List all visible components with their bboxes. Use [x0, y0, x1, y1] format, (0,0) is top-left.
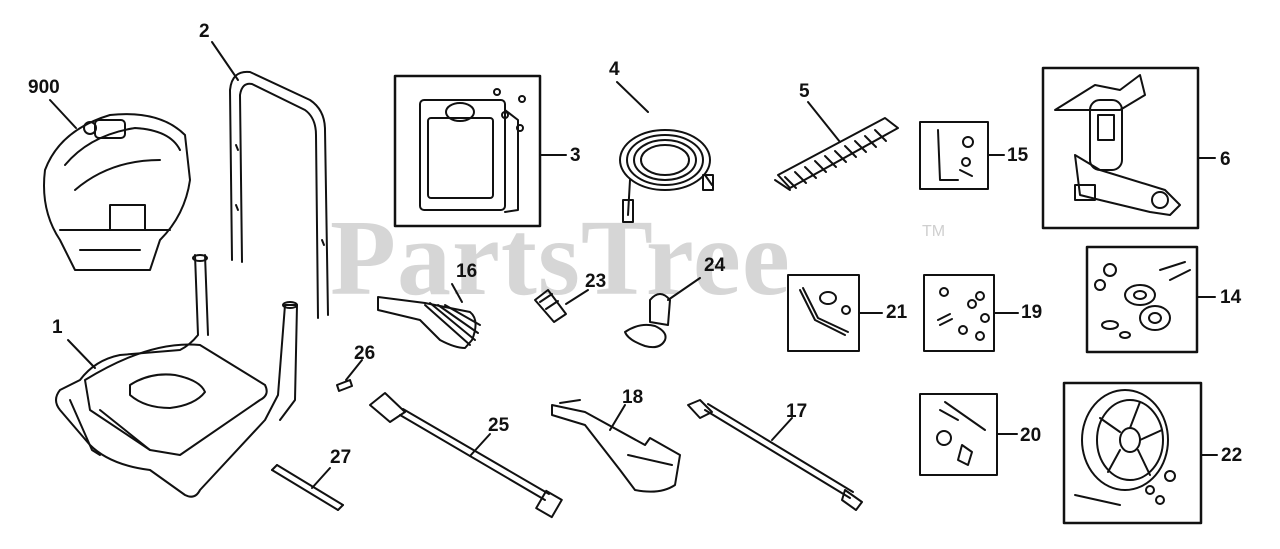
leader-1: [67, 339, 96, 369]
callout-19[interactable]: 19: [1021, 302, 1043, 323]
part-nozzle-23: [534, 289, 567, 323]
part-wheel-22: [1074, 389, 1176, 506]
part-wand-17: [687, 399, 863, 511]
part-brush-16: [377, 296, 481, 349]
part-wand-25: [369, 392, 563, 519]
part-gun-18: [551, 399, 681, 493]
leader-4: [616, 81, 649, 113]
part-hardware-19: [937, 287, 990, 341]
callout-21[interactable]: 21: [886, 302, 908, 323]
callout-27[interactable]: 27: [330, 447, 352, 468]
callout-18[interactable]: 18: [622, 387, 644, 408]
callout-24[interactable]: 24: [704, 255, 726, 276]
leader-27: [311, 467, 331, 489]
callout-3[interactable]: 3: [570, 145, 581, 166]
part-box-22: [1062, 381, 1203, 525]
callout-1[interactable]: 1: [52, 317, 63, 338]
callout-6[interactable]: 6: [1220, 149, 1231, 170]
leader-24: [667, 277, 701, 301]
callout-4[interactable]: 4: [609, 59, 620, 80]
leader-16: [451, 283, 463, 303]
part-clip-24: [624, 293, 671, 349]
part-frame: [55, 254, 298, 498]
part-box-20: [919, 393, 998, 476]
callout-5[interactable]: 5: [799, 81, 810, 102]
callout-900[interactable]: 900: [28, 77, 60, 98]
watermark-text: PartsTree: [330, 199, 791, 318]
part-pump: [1054, 74, 1181, 216]
callout-2[interactable]: 2: [199, 21, 210, 42]
part-engine: [43, 113, 191, 271]
leader-18: [609, 404, 626, 431]
leader-23: [565, 289, 589, 305]
leader-17: [771, 417, 793, 441]
leader-900: [49, 99, 77, 129]
callout-17[interactable]: 17: [786, 401, 808, 422]
part-box-6: [1041, 66, 1200, 230]
leader-2: [211, 41, 239, 81]
callout-26[interactable]: 26: [354, 343, 376, 364]
part-crank-15: [937, 129, 974, 181]
part-tube-27: [271, 464, 344, 511]
part-box-3: [393, 74, 542, 228]
part-box-14: [1085, 245, 1199, 354]
callout-15[interactable]: 15: [1007, 145, 1029, 166]
part-hose: [619, 129, 714, 223]
callout-25[interactable]: 25: [488, 415, 510, 436]
part-crank-21: [799, 287, 851, 336]
callout-22[interactable]: 22: [1221, 445, 1243, 466]
part-brush-5: [774, 117, 899, 191]
part-hardware-20: [936, 401, 986, 466]
part-box-19: [923, 274, 995, 352]
leader-5: [807, 101, 841, 143]
part-panel-3: [419, 88, 526, 213]
leader-25: [469, 433, 491, 457]
leader-26: [345, 359, 363, 381]
callout-16[interactable]: 16: [456, 261, 478, 282]
callout-23[interactable]: 23: [585, 271, 607, 292]
part-box-15: [919, 121, 989, 190]
part-pin-26: [336, 379, 353, 392]
part-handle: [229, 70, 329, 319]
trademark-mark: TM: [922, 223, 946, 240]
part-wheel-hardware-14: [1094, 261, 1191, 339]
callout-14[interactable]: 14: [1220, 287, 1242, 308]
callout-20[interactable]: 20: [1020, 425, 1042, 446]
